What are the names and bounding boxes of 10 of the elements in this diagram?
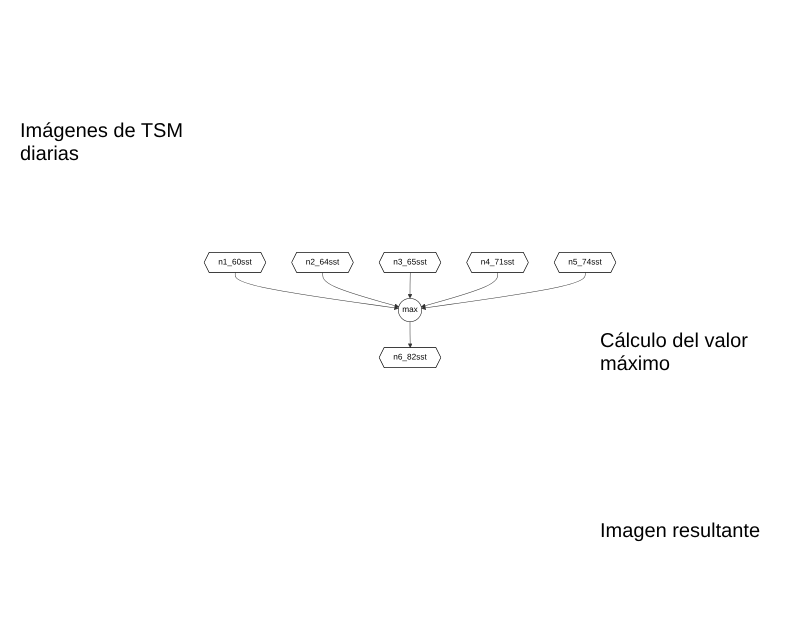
node-circle: max (398, 298, 422, 322)
arrow (234, 272, 399, 310)
arrow (421, 272, 498, 308)
arrow (421, 272, 586, 310)
arrow (322, 272, 399, 308)
annotation-text: Cálculo del valor máximo (600, 330, 749, 376)
arrow (408, 321, 412, 348)
arrow (408, 272, 412, 299)
annotation-text: Imágenes de TSM diarias (20, 120, 184, 166)
annotation-text: Imagen resultante (600, 520, 762, 543)
